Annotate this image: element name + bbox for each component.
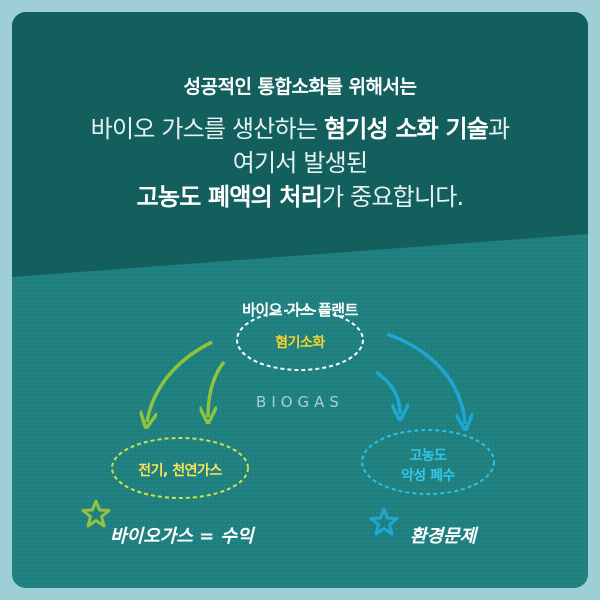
header-line-2: 바이오 가스를 생산하는 혐기성 소화 기술과: [12, 112, 588, 146]
plant-title: 바이오 가스 플랜트: [242, 301, 358, 319]
right-node-line-2: 악성 폐수: [401, 468, 455, 484]
star-icon: [369, 507, 399, 536]
arrow-to-left-outer: [147, 340, 213, 422]
left-node-label: 전기, 천연가스: [138, 463, 222, 479]
arrow-to-right-inner: [374, 370, 400, 414]
right-node-outline: [361, 429, 495, 495]
right-node-label: 고농도 악성 폐수: [358, 446, 498, 486]
header-line-3: 여기서 발생된: [232, 149, 368, 177]
header-line-2-suffix: 과: [488, 115, 510, 143]
left-node-outline: [111, 437, 249, 499]
header-line-2-prefix: 바이오 가스를 생산하는: [90, 115, 324, 143]
header-line-2-bold: 혐기성 소화 기술: [323, 115, 489, 143]
left-note: 바이오가스 = 수익: [110, 526, 254, 547]
arrow-to-right-outer: [386, 332, 465, 424]
header-line-4-bold: 고농도 폐액의 처리: [136, 183, 323, 211]
header-subtitle: 성공적인 통합소화를 위해서는: [183, 76, 417, 98]
center-node-label: 혐기소화: [275, 335, 325, 351]
star-icon: [81, 499, 111, 528]
arrow-to-left-inner: [208, 360, 226, 417]
right-note: 환경문제: [410, 526, 477, 547]
header-line-4-suffix: 가 중요합니다.: [322, 183, 464, 211]
header-main-text: 바이오 가스를 생산하는 혐기성 소화 기술과 여기서 발생된 고농도 폐액의 …: [12, 112, 588, 214]
center-node-outline: [236, 309, 364, 371]
header-line-4: 고농도 폐액의 처리가 중요합니다.: [12, 180, 588, 214]
biogas-caption: BIOGAS: [256, 393, 344, 411]
background: [12, 12, 588, 588]
right-node-line-1: 고농도: [409, 448, 447, 464]
header-band: [12, 12, 588, 277]
infographic-card: 성공적인 통합소화를 위해서는 바이오 가스를 생산하는 혐기성 소화 기술과 …: [12, 12, 588, 588]
